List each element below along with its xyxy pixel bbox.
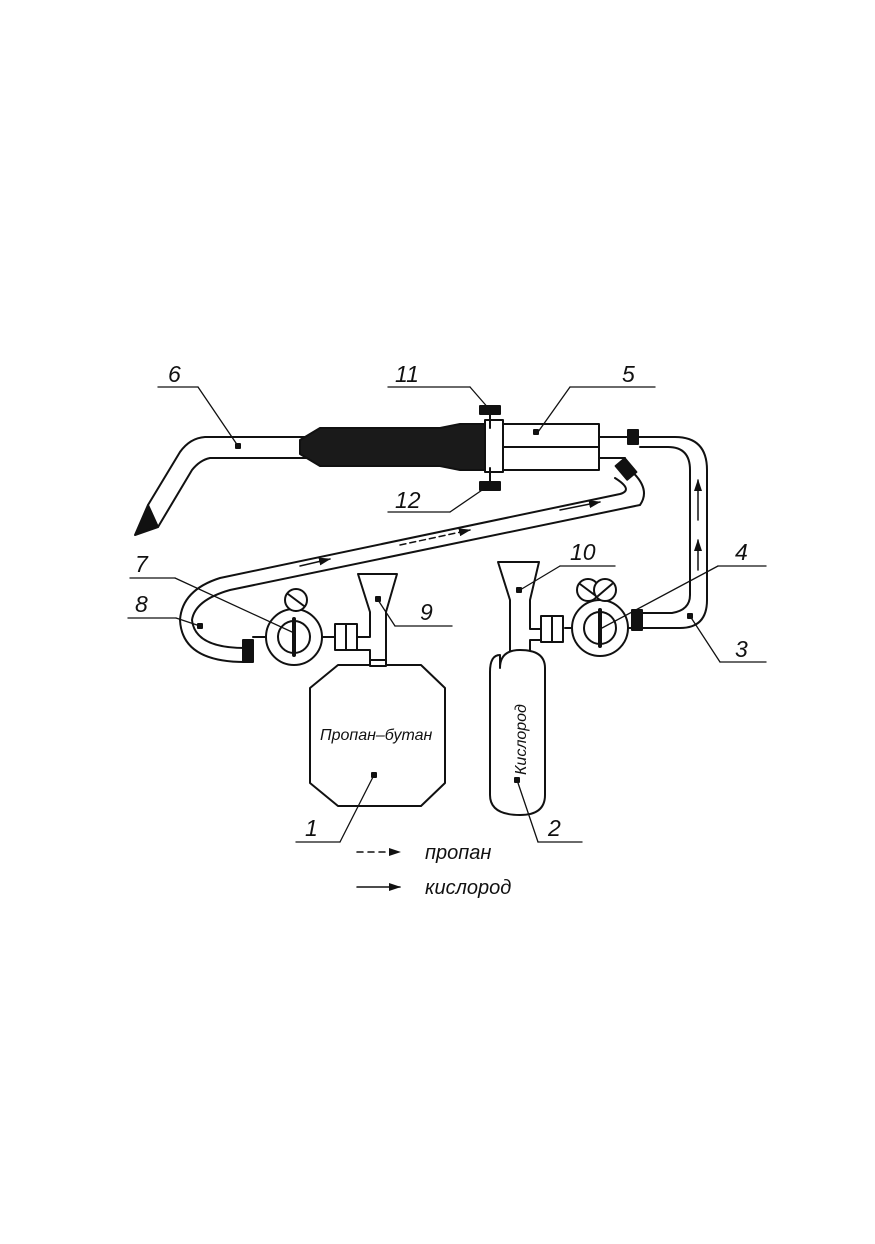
callout-3: 3	[735, 636, 748, 662]
torch-handle	[299, 423, 486, 471]
oxygen-hose	[627, 429, 708, 631]
valve-12	[479, 467, 501, 491]
callout-10: 10	[570, 539, 596, 565]
callout-6: 6	[168, 361, 181, 387]
flow-arrow-propane-1	[399, 528, 471, 546]
oxygen-valve	[497, 561, 542, 656]
callout-9: 9	[420, 599, 433, 625]
legend-label-propane: пропан	[425, 842, 491, 864]
callout-5: 5	[622, 361, 635, 387]
callout-1: 1	[305, 815, 318, 841]
torch	[134, 419, 504, 536]
callout-2: 2	[547, 815, 561, 841]
injector-body	[502, 423, 633, 471]
torch-tube-upper	[147, 436, 319, 506]
leader-lines	[127, 386, 767, 843]
callout-8: 8	[135, 591, 148, 617]
propane-valve	[356, 573, 398, 666]
propane-reducer	[252, 588, 358, 666]
propane-cylinder	[309, 659, 446, 807]
torch-tip	[134, 504, 159, 536]
torch-connector	[484, 419, 504, 473]
oxygen-cylinder-label: Кислород	[513, 704, 530, 775]
torch-tube-lower	[157, 457, 319, 528]
oxygen-cylinder	[489, 649, 546, 816]
callout-12: 12	[395, 487, 421, 513]
legend-label-oxygen: кислород	[425, 877, 511, 899]
propane-hose	[179, 457, 645, 663]
point-markers	[197, 429, 693, 783]
propane-cylinder-label: Пропан–бутан	[320, 727, 432, 744]
flow-arrow-propane-3	[559, 500, 601, 511]
oxygen-reducer	[540, 578, 643, 657]
callout-7: 7	[135, 551, 149, 577]
flow-arrow-propane-2	[299, 557, 331, 567]
callout-4: 4	[735, 539, 748, 565]
callout-11: 11	[395, 361, 419, 387]
